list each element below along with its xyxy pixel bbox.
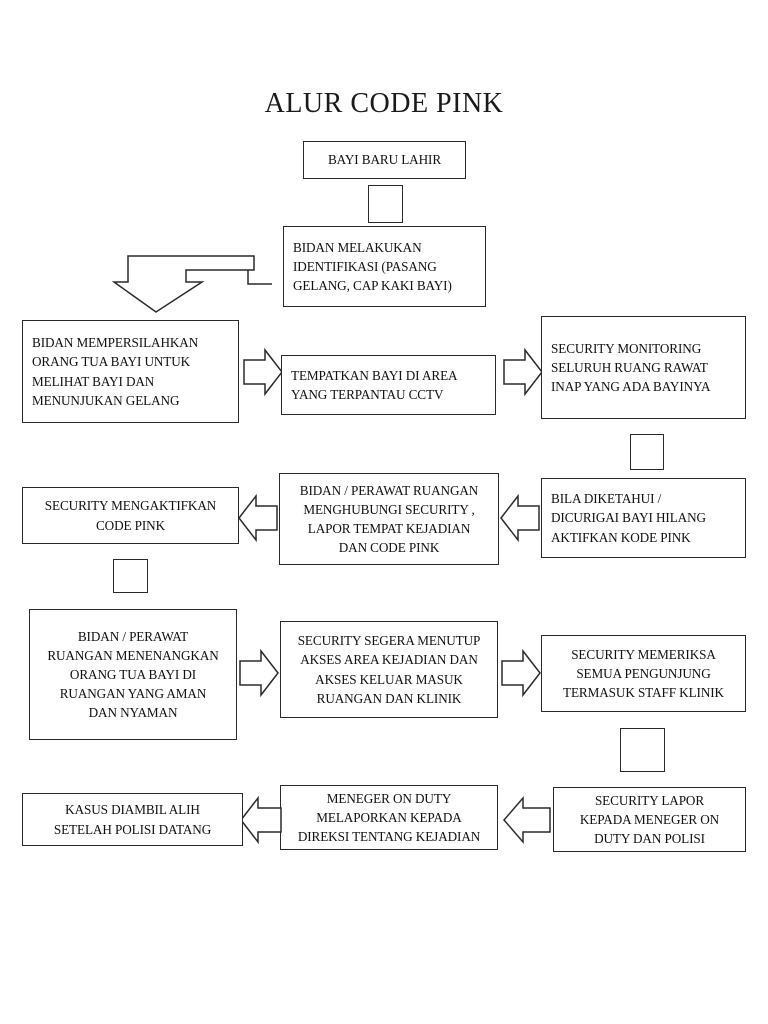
flow-node-label: BIDAN MEMPERSILAHKAN ORANG TUA BAYI UNTU… bbox=[32, 335, 199, 408]
flow-node-label: SECURITY MONITORING SELURUH RUANG RAWAT … bbox=[551, 340, 711, 395]
flow-node-bidan-perawat-menghubungi-security[interactable]: BIDAN / PERAWAT RUANGAN MENGHUBUNGI SECU… bbox=[279, 473, 499, 565]
flow-node-label: SECURITY LAPOR KEPADA MENEGER ON DUTY DA… bbox=[579, 792, 720, 847]
arrow-bent-down-left-n2-n3 bbox=[111, 254, 272, 316]
flow-node-label: BIDAN MELAKUKAN IDENTIFIKASI (PASANG GEL… bbox=[293, 239, 452, 294]
flow-node-label: MENEGER ON DUTY MELAPORKAN KEPADA DIREKS… bbox=[297, 790, 481, 845]
flow-node-security-monitoring[interactable]: SECURITY MONITORING SELURUH RUANG RAWAT … bbox=[541, 316, 746, 419]
flow-node-security-memeriksa-pengunjung[interactable]: SECURITY MEMERIKSA SEMUA PENGUNJUNG TERM… bbox=[541, 635, 746, 712]
connector-square-n1-n2 bbox=[368, 185, 403, 223]
flow-node-bila-diketahui-dicurigai[interactable]: BILA DIKETAHUI / DICURIGAI BAYI HILANG A… bbox=[541, 478, 746, 558]
flow-node-label: KASUS DIAMBIL ALIH SETELAH POLISI DATANG bbox=[53, 802, 212, 837]
flow-node-tempatkan-bayi-cctv[interactable]: TEMPATKAN BAYI DI AREA YANG TERPANTAU CC… bbox=[281, 355, 496, 415]
flow-node-bidan-mempersilahkan[interactable]: BIDAN MEMPERSILAHKAN ORANG TUA BAYI UNTU… bbox=[22, 320, 239, 423]
flow-node-bayi-baru-lahir[interactable]: BAYI BARU LAHIR bbox=[303, 141, 466, 179]
arrow-right-n9-n10 bbox=[239, 648, 279, 698]
flow-node-label: SECURITY MEMERIKSA SEMUA PENGUNJUNG TERM… bbox=[563, 646, 724, 701]
flow-node-bidan-perawat-menenangkan[interactable]: BIDAN / PERAWAT RUANGAN MENENANGKAN ORAN… bbox=[29, 609, 237, 740]
flow-node-label: TEMPATKAN BAYI DI AREA YANG TERPANTAU CC… bbox=[291, 367, 458, 402]
flow-node-kasus-diambil-alih[interactable]: KASUS DIAMBIL ALIH SETELAH POLISI DATANG bbox=[22, 793, 243, 846]
arrow-left-n12-n13 bbox=[503, 795, 551, 845]
flow-node-label: BILA DIKETAHUI / DICURIGAI BAYI HILANG A… bbox=[551, 491, 706, 545]
connector-square-n5-n6 bbox=[630, 434, 664, 470]
flow-node-label: BIDAN / PERAWAT RUANGAN MENENANGKAN ORAN… bbox=[47, 628, 219, 721]
flow-node-label: SECURITY SEGERA MENUTUP AKSES AREA KEJAD… bbox=[297, 633, 481, 706]
flow-node-bidan-melakukan-identifikasi[interactable]: BIDAN MELAKUKAN IDENTIFIKASI (PASANG GEL… bbox=[283, 226, 486, 307]
arrow-left-n13-n14 bbox=[240, 795, 282, 845]
arrow-left-n6-n7 bbox=[500, 493, 540, 543]
flow-node-label: BAYI BARU LAHIR bbox=[327, 152, 442, 168]
arrow-right-n3-n4 bbox=[243, 347, 283, 397]
flow-node-label: SECURITY MENGAKTIFKAN CODE PINK bbox=[44, 498, 217, 533]
arrow-right-n4-n5 bbox=[503, 347, 543, 397]
flow-node-security-lapor-meneger[interactable]: SECURITY LAPOR KEPADA MENEGER ON DUTY DA… bbox=[553, 787, 746, 852]
flow-node-security-mengaktifkan-code-pink[interactable]: SECURITY MENGAKTIFKAN CODE PINK bbox=[22, 487, 239, 544]
arrow-left-n7-n8 bbox=[238, 493, 278, 543]
flow-node-label: BIDAN / PERAWAT RUANGAN MENGHUBUNGI SECU… bbox=[299, 482, 479, 556]
page-title: ALUR CODE PINK bbox=[264, 88, 504, 119]
flow-node-meneger-melaporkan-direksi[interactable]: MENEGER ON DUTY MELAPORKAN KEPADA DIREKS… bbox=[280, 785, 498, 850]
connector-square-n8-n9 bbox=[113, 559, 148, 593]
arrow-right-n10-n11 bbox=[501, 648, 541, 698]
connector-square-n11-n12 bbox=[620, 728, 665, 772]
flow-node-security-menutup-akses[interactable]: SECURITY SEGERA MENUTUP AKSES AREA KEJAD… bbox=[280, 621, 498, 718]
